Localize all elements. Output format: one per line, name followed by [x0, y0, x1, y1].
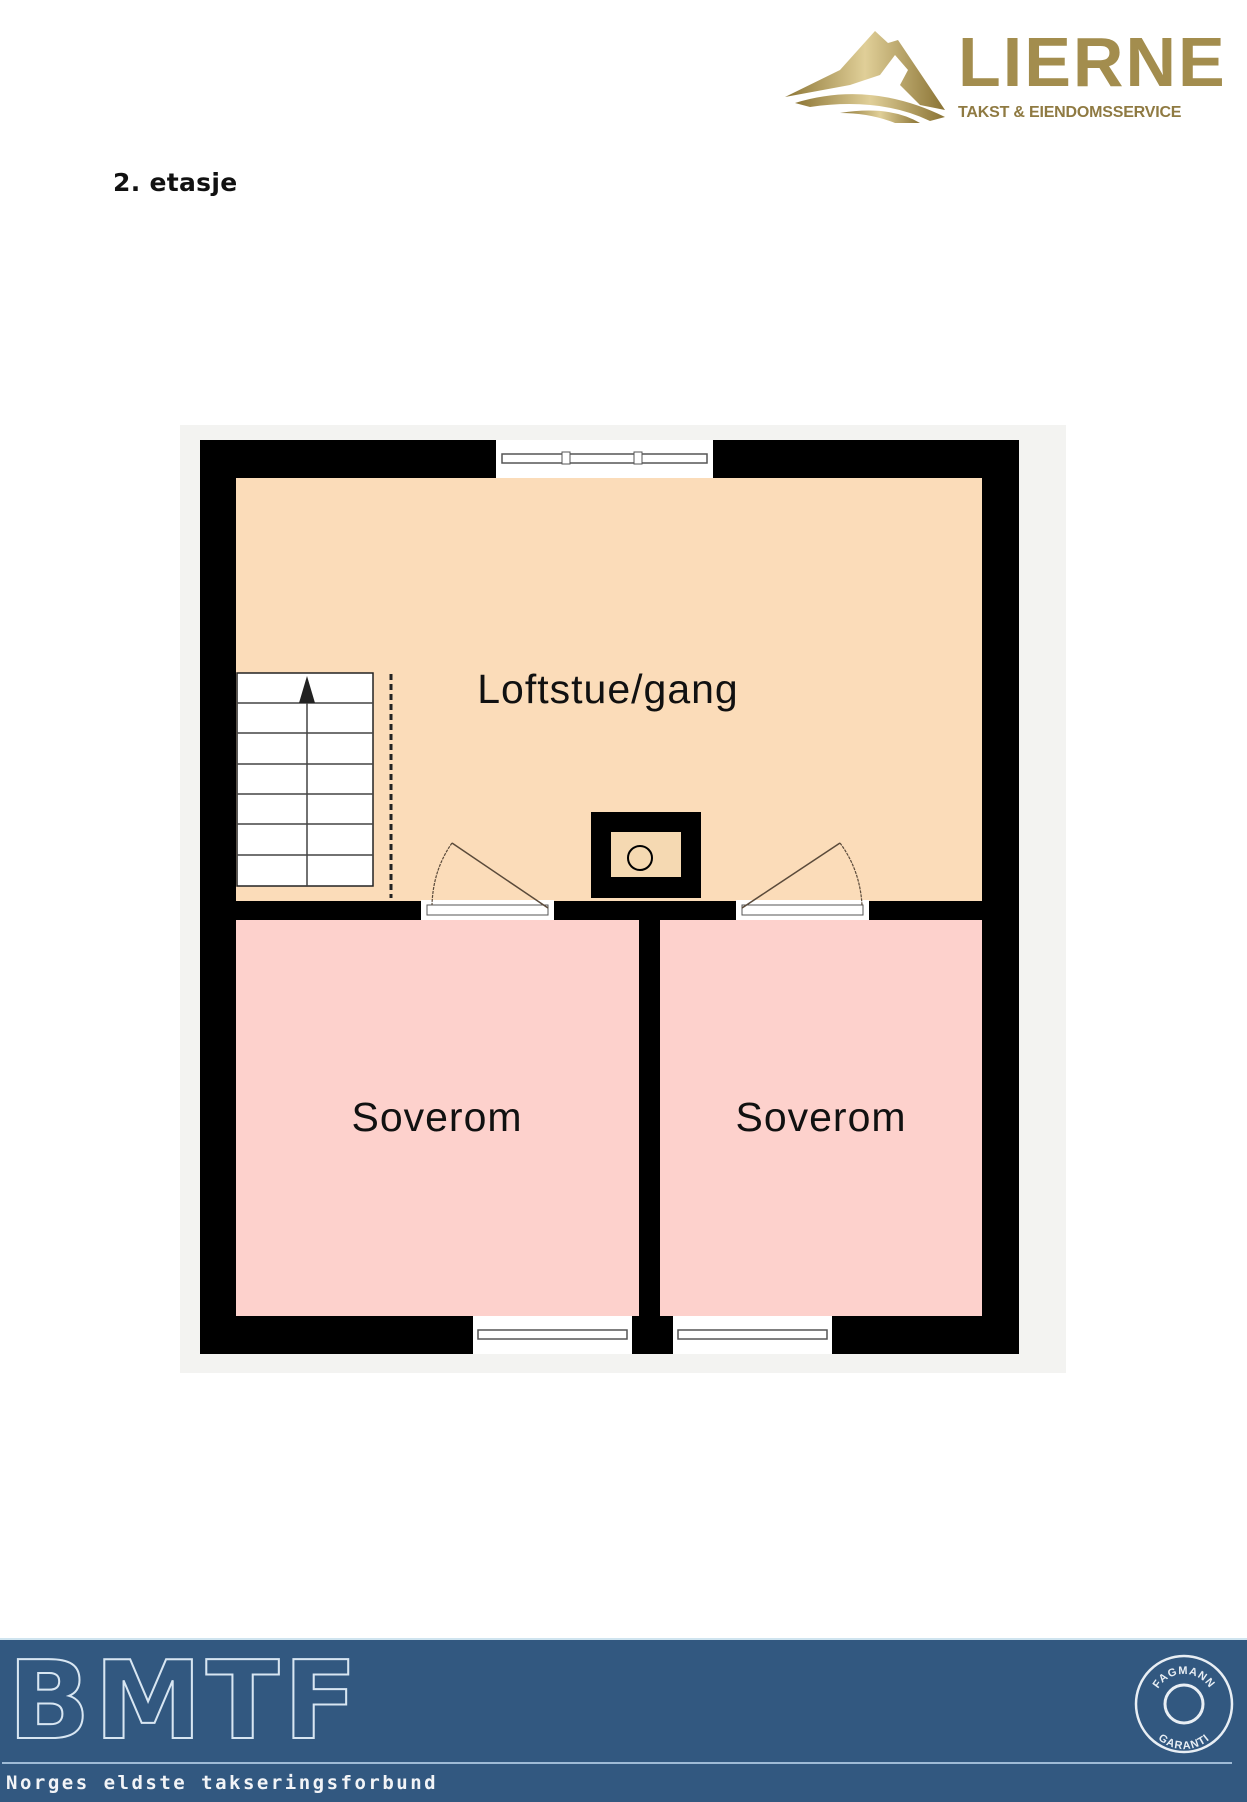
room-label-loftstue: Loftstue/gang: [477, 666, 738, 712]
footer-divider: [2, 1762, 1232, 1764]
floor-plan: Loftstue/gang Soverom Soverom: [180, 425, 1066, 1373]
chimney: [591, 812, 701, 898]
door-left[interactable]: [421, 842, 554, 920]
mountain-logo-icon: [785, 31, 945, 123]
interior-wall-vertical: [639, 901, 660, 1321]
footer-brand-logo: BMTF: [7, 1639, 362, 1764]
window-bottom-left: [473, 1316, 632, 1354]
window-top: [496, 440, 713, 478]
door-right[interactable]: [736, 842, 869, 920]
footer-tagline: Norges eldste takseringsforbund: [6, 1772, 439, 1794]
svg-text:FAGMANN: FAGMANN: [1151, 1665, 1218, 1691]
room-label-soverom-1: Soverom: [351, 1094, 522, 1140]
stair-direction-arrow-icon: [299, 676, 315, 703]
page-title: 2. etasje: [113, 168, 238, 197]
company-logo: LIERNE TAKST & EIENDOMSSERVICE: [958, 24, 1233, 124]
logo-tagline: TAKST & EIENDOMSSERVICE: [958, 104, 1182, 121]
room-label-soverom-2: Soverom: [735, 1094, 906, 1140]
seal-text-top: FAGMANN: [1151, 1665, 1217, 1691]
room-soverom-2: [660, 920, 982, 1316]
staircase: [236, 672, 374, 887]
fagmann-garanti-seal-icon: FAGMANN GARANTI: [1134, 1654, 1234, 1754]
logo-name: LIERNE: [958, 23, 1227, 101]
window-bottom-right: [673, 1316, 832, 1354]
footer-banner: BMTF Norges eldste takseringsforbund FAG…: [0, 1638, 1247, 1802]
room-soverom-1: [236, 920, 639, 1316]
interior-wall-horizontal: [236, 901, 982, 920]
